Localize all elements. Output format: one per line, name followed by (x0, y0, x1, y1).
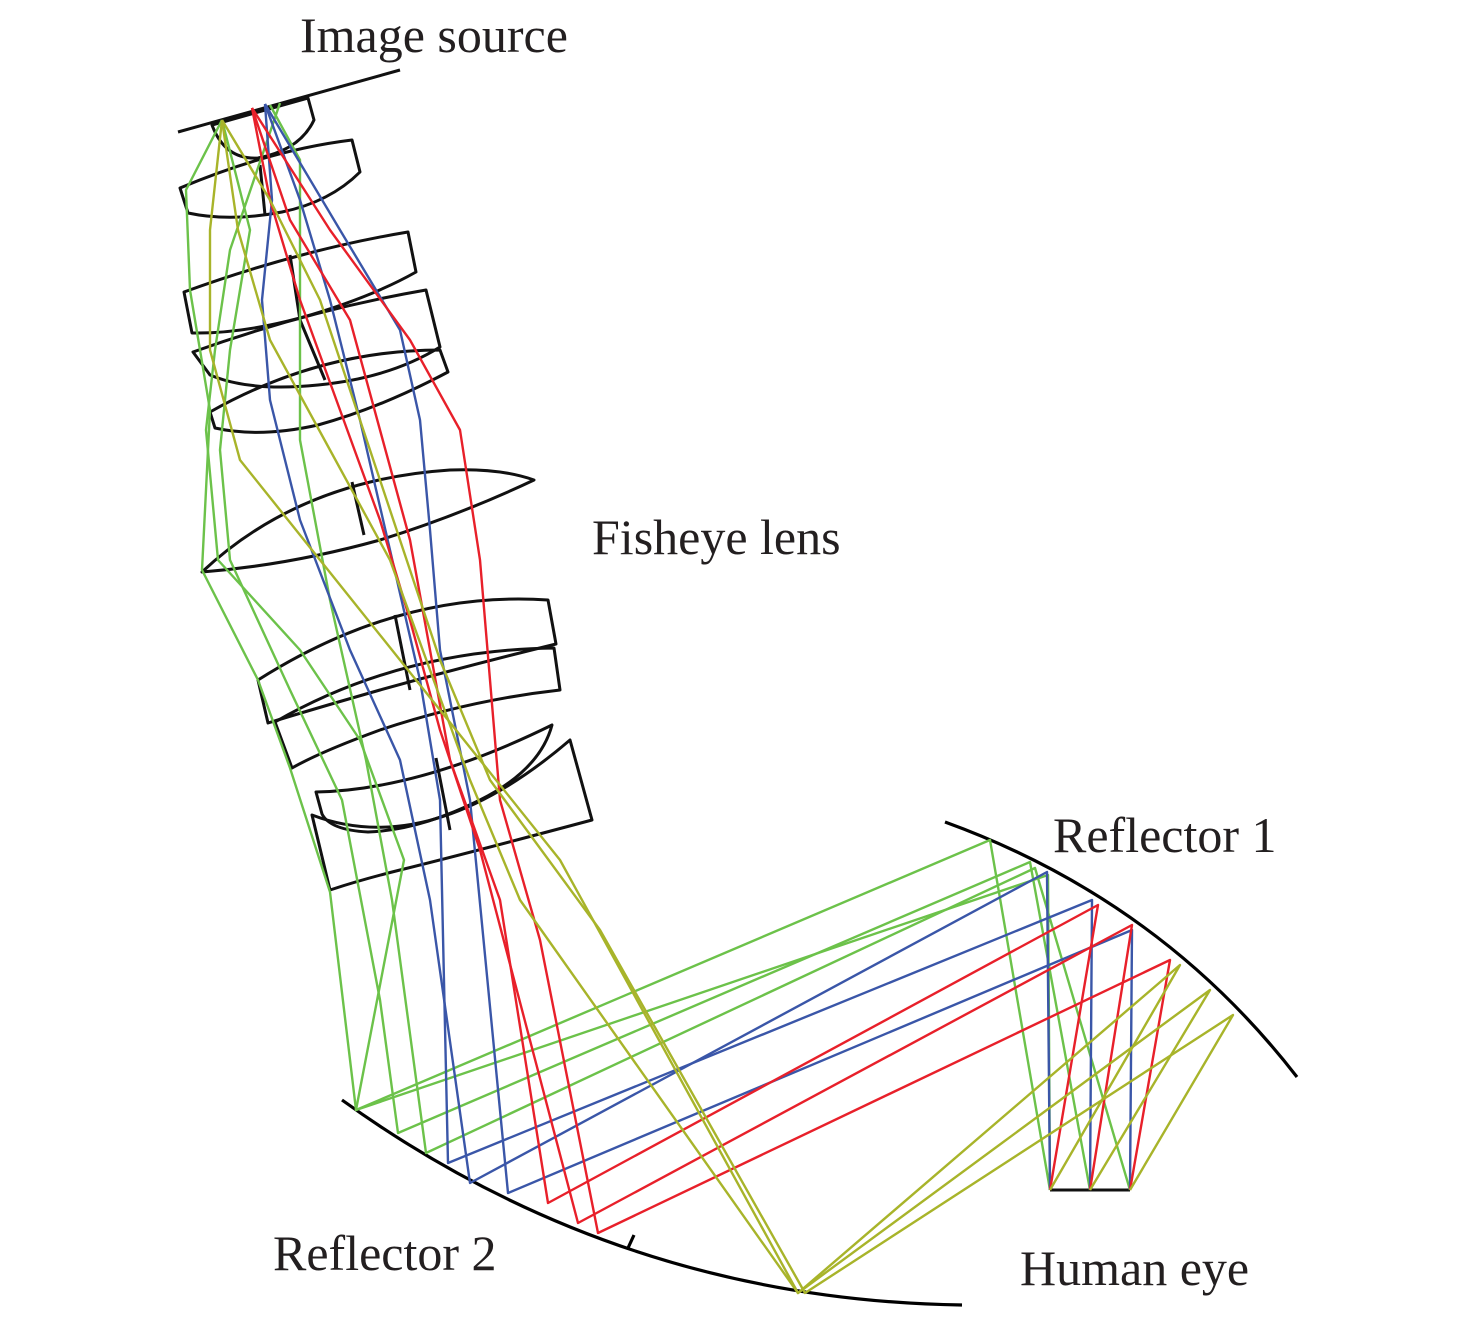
lens-element-5-inner (298, 319, 327, 381)
lens-element-7-inner (393, 614, 412, 691)
lens-element-10 (310, 738, 594, 892)
lens-element-9 (314, 723, 554, 834)
lens-element-2 (178, 138, 362, 219)
lens-element-7 (256, 597, 558, 725)
ray-bundle-blue (260, 103, 1134, 1195)
lens-element-3 (182, 230, 418, 335)
lens-element-5 (208, 348, 450, 434)
human-eye-label: Human eye (1020, 1240, 1250, 1296)
reflector-1-label: Reflector 1 (1053, 807, 1277, 863)
ray-bundle-red (250, 107, 1172, 1235)
reflector-1-mirror (944, 820, 1299, 1078)
reflector-2-mirror (341, 1098, 963, 1307)
lens-element-9-inner (434, 757, 452, 831)
reflector-2-label: Reflector 2 (273, 1225, 497, 1281)
image-source-plane (177, 68, 401, 134)
reflector-2-edge-mark (626, 1234, 636, 1249)
fisheye-lens-label: Fisheye lens (592, 509, 841, 565)
lens-element-6-inner (350, 481, 366, 536)
ray-bundle-green (184, 102, 1132, 1191)
lens-element-2-inner (258, 164, 267, 216)
lens-element-8 (273, 646, 562, 770)
ray-bundle-olive (208, 119, 1235, 1295)
lens-element-1 (210, 96, 316, 160)
lens-element-6 (200, 468, 536, 574)
image-source-label: Image source (300, 7, 568, 63)
